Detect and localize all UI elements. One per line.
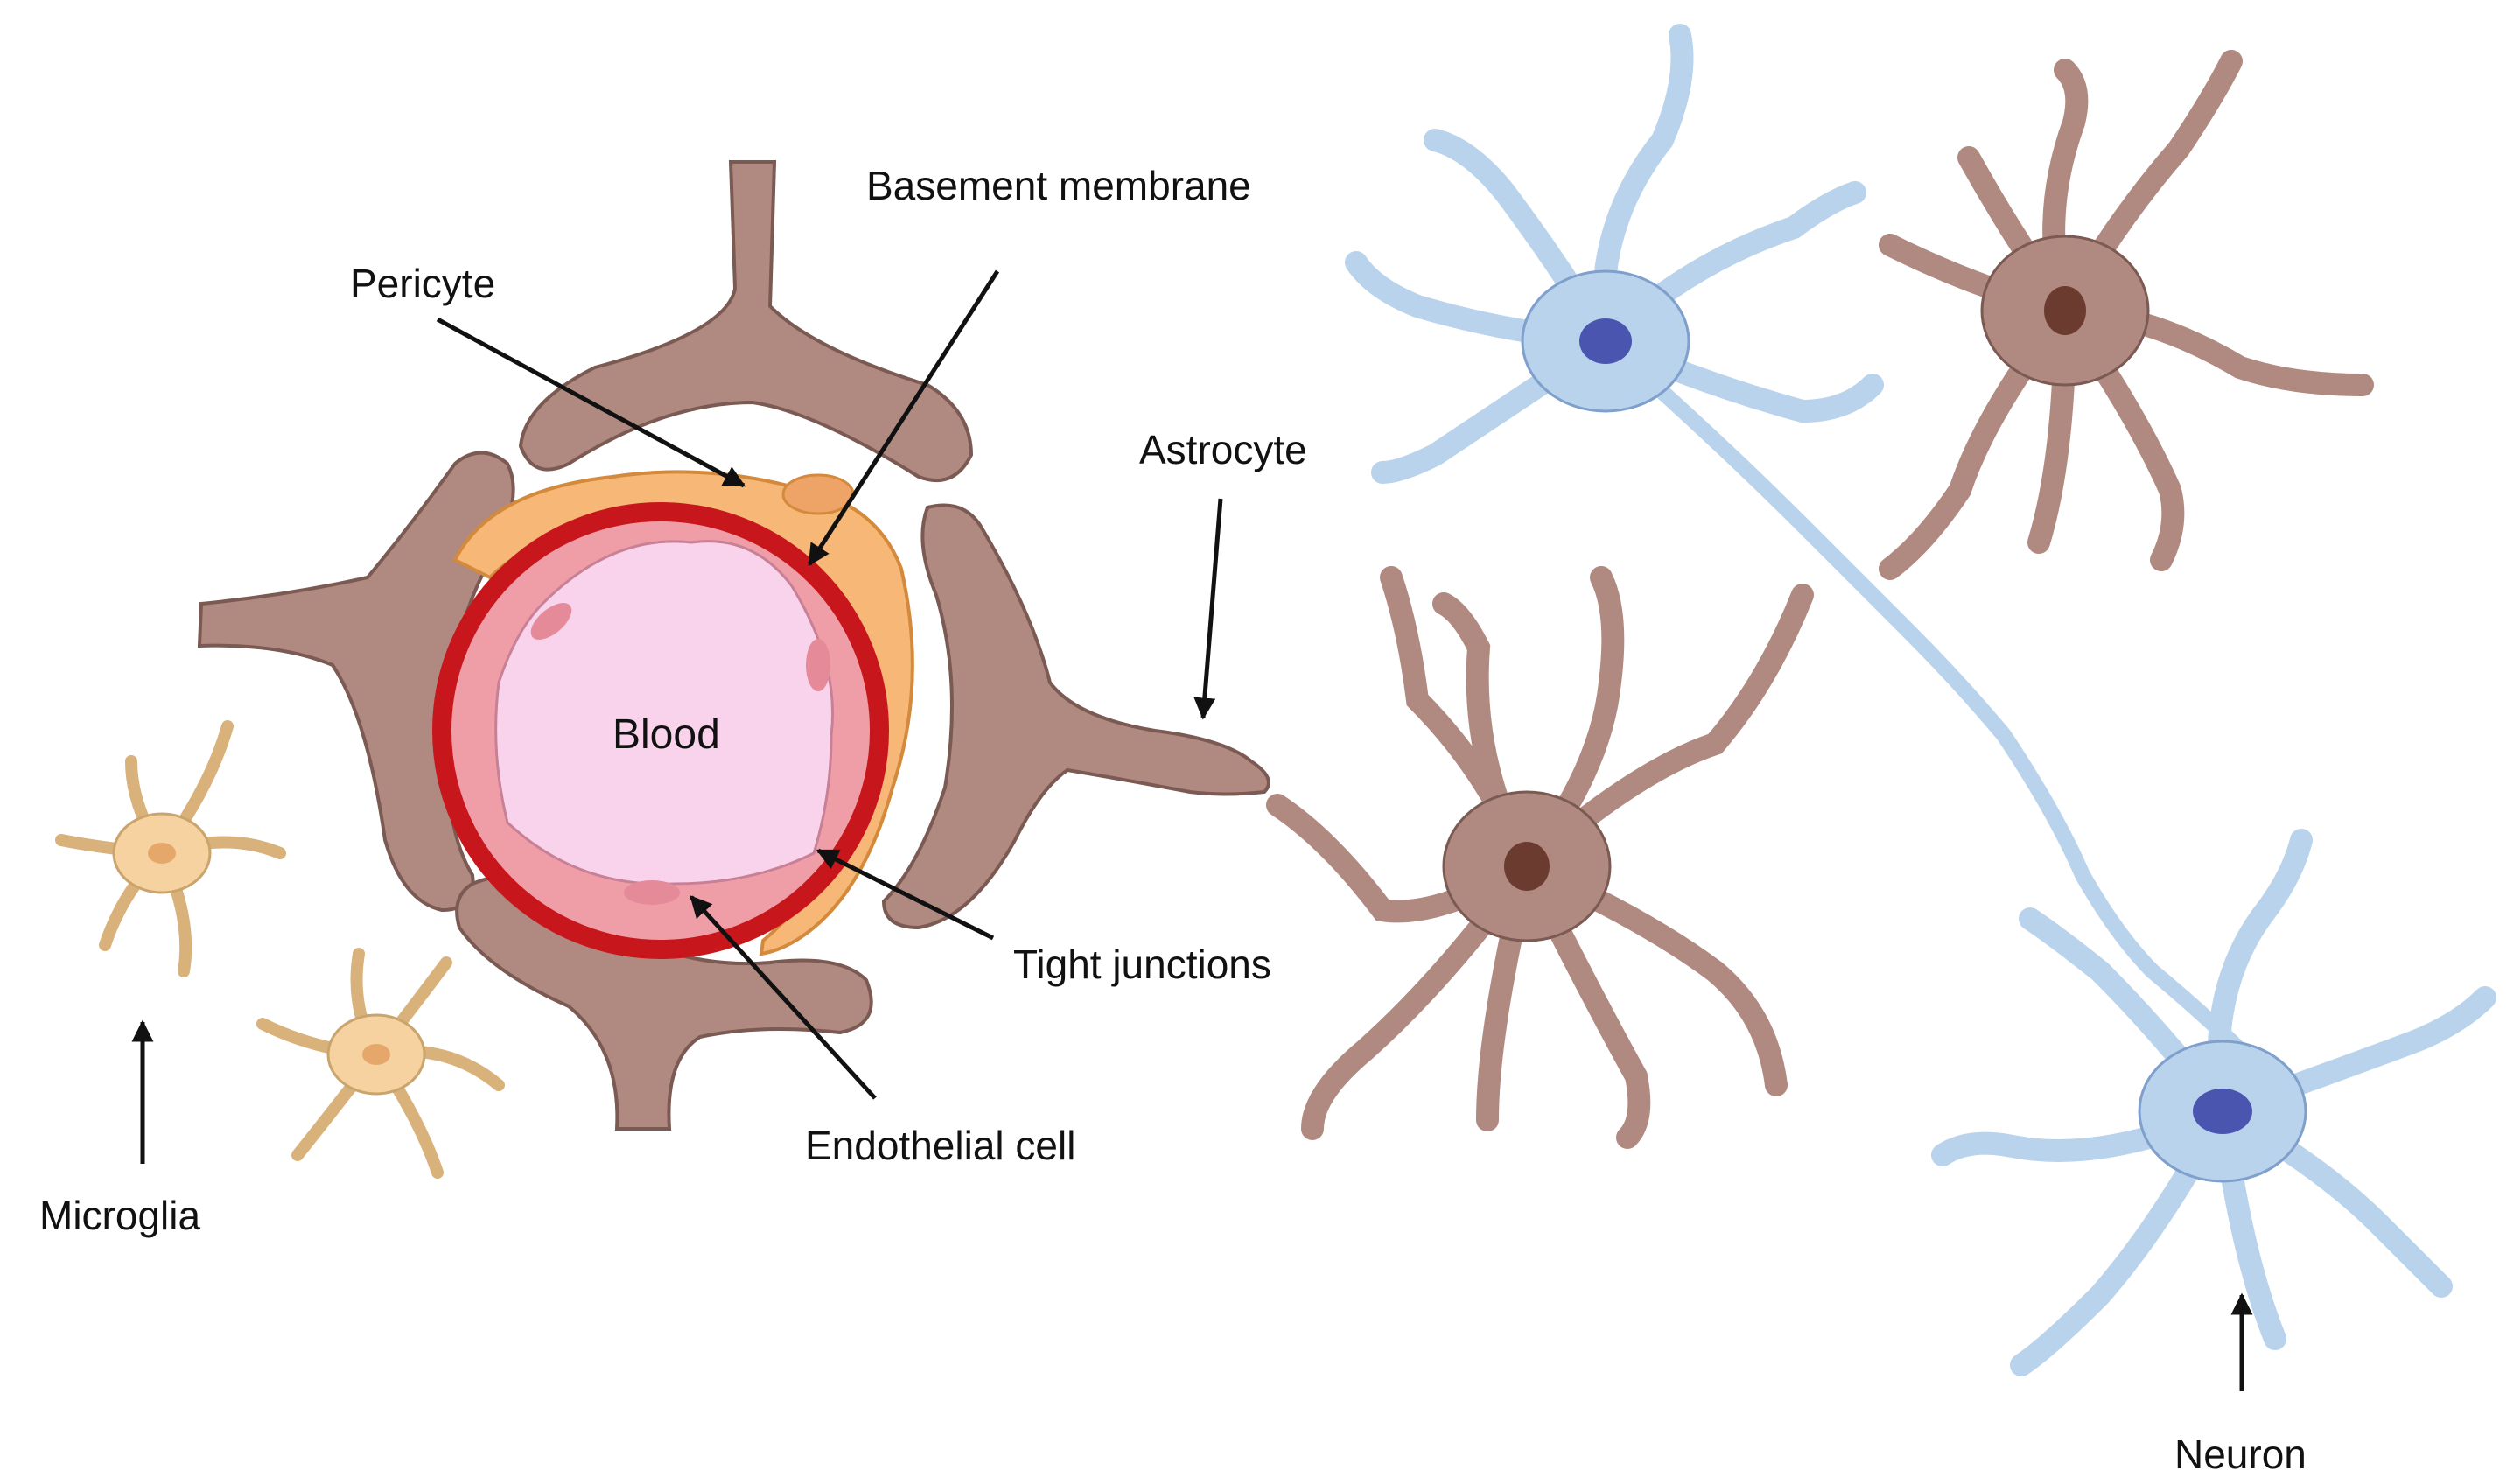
- endothelial-cells: [494, 540, 835, 905]
- microglia-text: Microglia: [39, 1193, 200, 1238]
- label-tight-junctions: Tight junctions: [816, 848, 1271, 987]
- microglia-cell-icon: [55, 720, 505, 1179]
- tight-junctions-text: Tight junctions: [1013, 942, 1271, 987]
- label-microglia: Microglia: [39, 1019, 200, 1238]
- astrocyte-endfeet: [197, 160, 1270, 1130]
- label-neuron: Neuron: [2174, 1292, 2306, 1477]
- neuron-text: Neuron: [2174, 1432, 2306, 1477]
- label-basement-membrane: Basement membrane: [807, 163, 1251, 567]
- blood-text: Blood: [612, 711, 720, 758]
- neuron-cell-icon: [1345, 24, 2496, 1376]
- astrocyte-text: Astrocyte: [1139, 427, 1307, 472]
- endothelial-cell-text: Endothelial cell: [805, 1123, 1075, 1168]
- label-pericyte: Pericyte: [350, 261, 746, 488]
- label-astrocyte: Astrocyte: [1139, 427, 1307, 720]
- pericyte-text: Pericyte: [350, 261, 495, 306]
- basement-membrane-text: Basement membrane: [866, 163, 1251, 208]
- label-endothelial-cell: Endothelial cell: [690, 895, 1075, 1168]
- label-blood: Blood: [612, 711, 720, 758]
- astrocyte-cell-icon: [1266, 50, 2374, 1149]
